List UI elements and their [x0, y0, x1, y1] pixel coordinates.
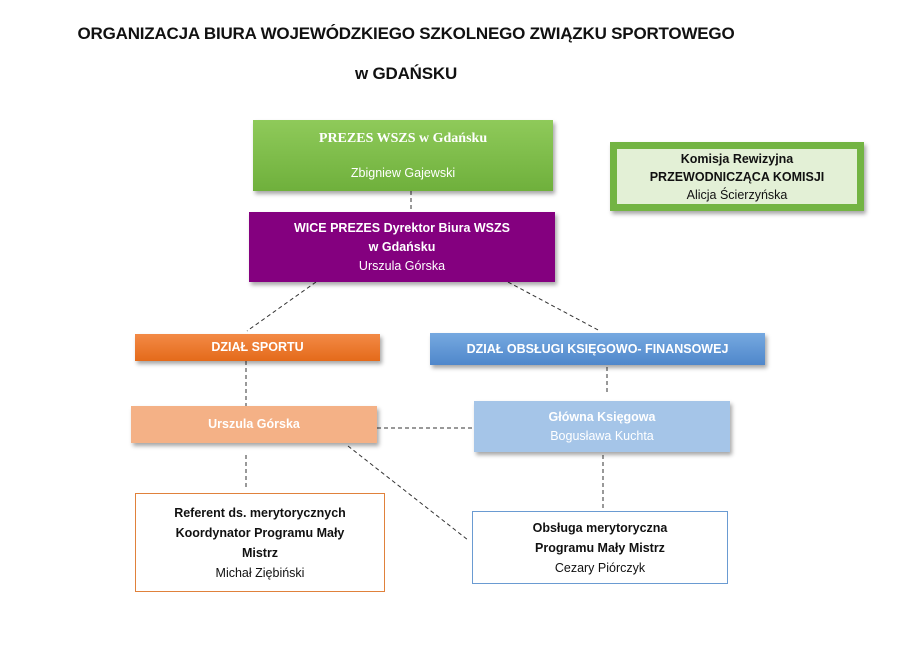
chart-title: ORGANIZACJA BIURA WOJEWÓDZKIEGO SZKOLNEG… — [77, 24, 735, 43]
referent-line3: Mistrz — [241, 545, 279, 560]
chart-subtitle: w GDAŃSKU — [354, 64, 458, 83]
vice-title-line2: w Gdańsku — [368, 239, 436, 254]
node-prezes: PREZES WSZS w Gdańsku Zbigniew Gajewski — [253, 120, 553, 191]
ksiegowa-title: Główna Księgowa — [548, 409, 656, 424]
vice-title-line1: WICE PREZES Dyrektor Biura WSZS — [293, 220, 510, 235]
referent-line2: Koordynator Programu Mały — [175, 525, 345, 540]
sport-head-name: Urszula Górska — [208, 417, 300, 431]
vice-name: Urszula Górska — [358, 258, 446, 273]
node-komisja-rewizyjna: Komisja Rewizyjna PRZEWODNICZĄCA KOMISJI… — [610, 142, 864, 211]
node-referent: Referent ds. merytorycznych Koordynator … — [135, 493, 385, 592]
komisja-title: Komisja Rewizyjna — [680, 151, 794, 166]
obsluga-line2: Programu Mały Mistrz — [535, 540, 665, 555]
connector-vice-finans — [507, 281, 601, 332]
prezes-name: Zbigniew Gajewski — [350, 165, 456, 180]
node-obsluga-merytoryczna: Obsługa merytoryczna Programu Mały Mistr… — [472, 511, 728, 584]
referent-line1: Referent ds. merytorycznych — [174, 505, 346, 520]
obsluga-name: Cezary Piórczyk — [554, 560, 646, 575]
referent-name: Michał Ziębiński — [215, 565, 305, 580]
node-sport-head: Urszula Górska — [131, 406, 377, 443]
dzial-finans-title: DZIAŁ OBSŁUGI KSIĘGOWO- FINANSOWEJ — [466, 341, 729, 356]
node-vice-prezes: WICE PREZES Dyrektor Biura WSZS w Gdańsk… — [249, 212, 555, 282]
ksiegowa-name: Bogusława Kuchta — [550, 428, 654, 443]
node-dzial-finansowy: DZIAŁ OBSŁUGI KSIĘGOWO- FINANSOWEJ — [430, 333, 765, 365]
obsluga-line1: Obsługa merytoryczna — [532, 520, 668, 535]
connector-vice-sport — [246, 281, 317, 332]
komisja-name: Alicja Ścierzyńska — [686, 187, 788, 202]
dzial-sportu-title: DZIAŁ SPORTU — [211, 340, 304, 354]
node-dzial-sportu: DZIAŁ SPORTU — [135, 334, 380, 361]
prezes-title: PREZES WSZS w Gdańsku — [318, 130, 488, 146]
node-glowna-ksiegowa: Główna Księgowa Bogusława Kuchta — [474, 401, 730, 452]
komisja-role: PRZEWODNICZĄCA KOMISJI — [649, 169, 825, 184]
